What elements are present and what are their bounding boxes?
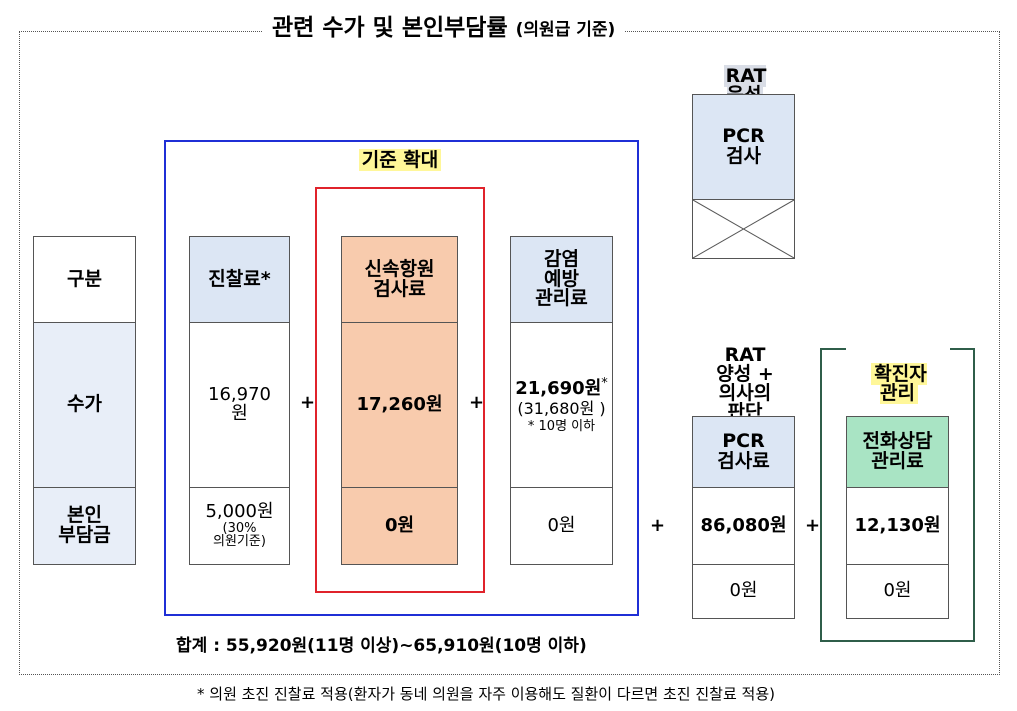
rapid-test-copay: 0원 xyxy=(341,487,458,565)
cross-icon xyxy=(693,200,794,258)
page-title: 관련 수가 및 본인부담률 (의원급 기준) xyxy=(262,8,626,42)
plus-sign-2: + xyxy=(469,392,485,413)
title-main: 관련 수가 및 본인부담률 xyxy=(272,15,508,41)
phone-consult-copay: 0원 xyxy=(846,564,949,619)
total-summary: 합계 : 55,920원(11명 이상)~65,910원(10명 이하) xyxy=(176,636,587,656)
rapid-test-highlight-box xyxy=(315,187,485,593)
expansion-label: 기준 확대 xyxy=(340,149,460,171)
rapid-test-header: 신속항원 검사료 xyxy=(341,236,458,323)
pcr-copay: 0원 xyxy=(692,564,795,619)
label-copay: 본인 부담금 xyxy=(33,487,136,565)
plus-sign-1: + xyxy=(300,392,316,413)
confirmed-label: 확진자 관리 xyxy=(850,346,948,404)
prevention-copay: 0원 xyxy=(510,487,613,565)
pcr-negative-box: PCR 검사 xyxy=(692,94,795,200)
label-fee: 수가 xyxy=(33,322,136,488)
phone-consult-header: 전화상담 관리료 xyxy=(846,416,949,488)
rapid-test-fee: 17,260원 xyxy=(341,322,458,488)
pcr-header: PCR 검사료 xyxy=(692,416,795,488)
expansion-box xyxy=(164,140,639,616)
rat-positive-label: RAT 양성 + 의사의 판단 xyxy=(716,344,774,423)
pcr-negative-crossed xyxy=(692,199,795,259)
consult-copay: 5,000원 (30% 의원기준) xyxy=(189,487,290,565)
consult-fee: 16,970 원 xyxy=(189,322,290,488)
prevention-fee: 21,690원* (31,680원 ) * 10명 이하 xyxy=(510,322,613,488)
confirmed-box-top-left xyxy=(820,348,846,350)
plus-sign-3: + xyxy=(650,515,666,536)
pcr-fee: 86,080원 xyxy=(692,487,795,565)
title-sub: (의원급 기준) xyxy=(515,20,616,40)
confirmed-box-top-right xyxy=(950,348,975,350)
confirmed-box xyxy=(820,348,975,642)
footnote: * 의원 초진 진찰료 적용(환자가 동네 의원을 자주 이용해도 질환이 다르… xyxy=(197,685,775,703)
label-category: 구분 xyxy=(33,236,136,323)
prevention-header: 감염 예방 관리료 xyxy=(510,236,613,323)
plus-sign-4: + xyxy=(805,515,821,536)
consult-header: 진찰료* xyxy=(189,236,290,323)
phone-consult-fee: 12,130원 xyxy=(846,487,949,565)
